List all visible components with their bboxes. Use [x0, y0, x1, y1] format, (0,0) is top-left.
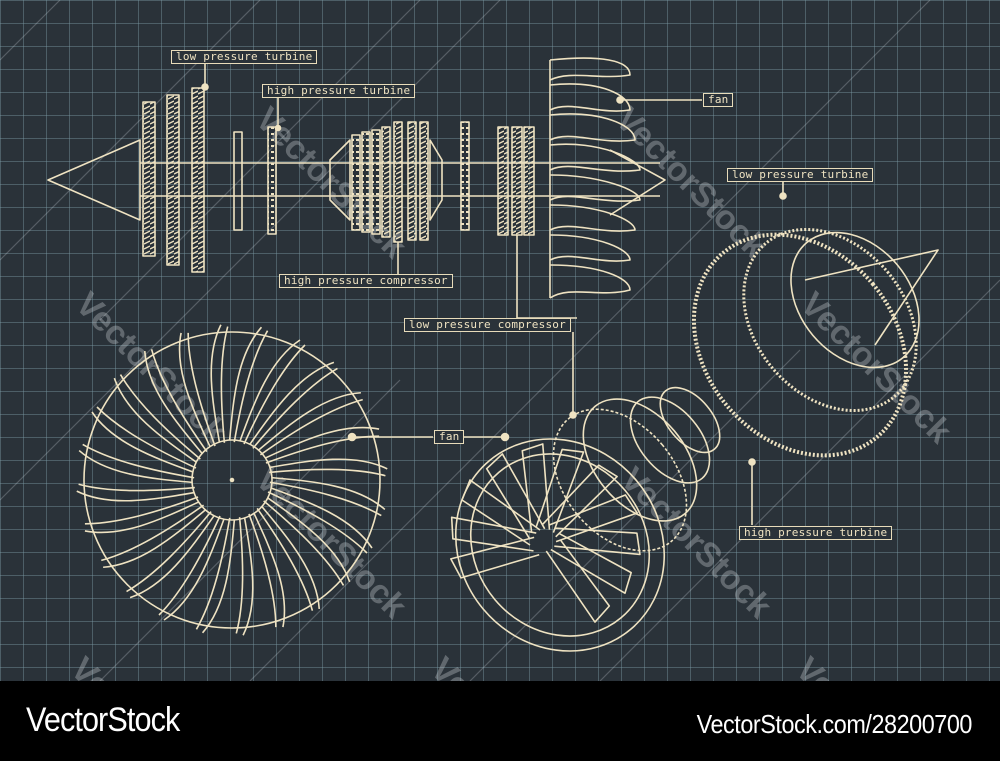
label-iso-high-pressure-turbine: high pressure turbine: [739, 526, 893, 540]
footer-bar: VectorStock VectorStock.com/28200700: [0, 681, 1000, 761]
image-url: VectorStock.com/28200700: [696, 709, 973, 739]
label-side-high-pressure-turbine: high pressure turbine: [262, 84, 416, 98]
label-iso-low-pressure-turbine: low pressure turbine: [727, 168, 874, 182]
blueprint-canvas: VectorStock VectorStock VectorStock Vect…: [0, 0, 1000, 681]
label-side-low-pressure-compressor: low pressure compressor: [404, 318, 571, 332]
label-side-fan: fan: [703, 93, 734, 107]
label-front-fan: fan: [434, 430, 465, 444]
label-side-high-pressure-compressor: high pressure compressor: [279, 274, 453, 288]
brand-logo: VectorStock: [26, 701, 180, 739]
label-side-low-pressure-turbine: low pressure turbine: [171, 50, 318, 64]
engine-drawings: [0, 0, 1000, 681]
